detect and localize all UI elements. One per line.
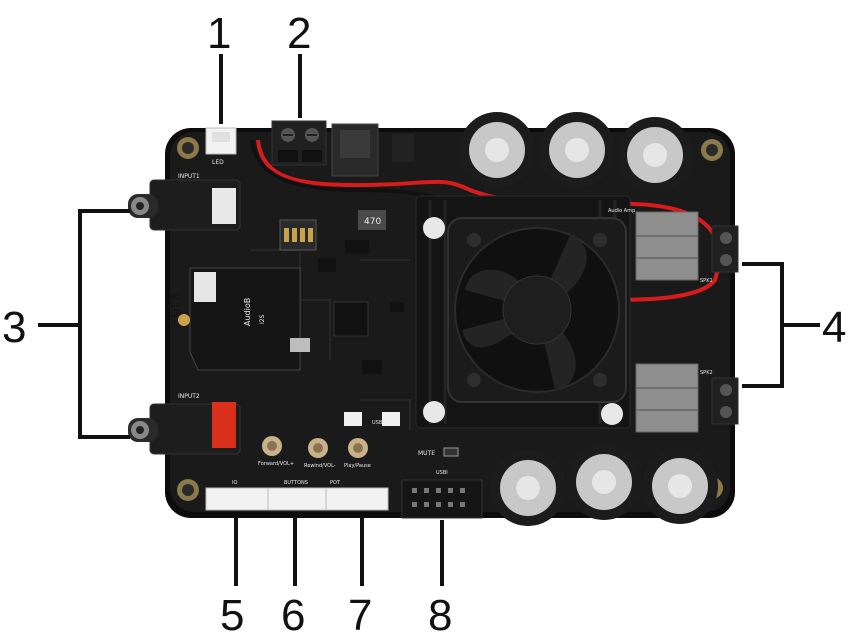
power-terminal [271, 120, 327, 166]
capacitors-top [459, 112, 693, 193]
pot-connector: POT [325, 480, 389, 511]
callout-numbers: 1 2 3 4 5 6 7 8 [2, 9, 846, 640]
push-buttons: Forward/VOL+ Rewind/VOL- Play/Pause [258, 436, 371, 469]
mute-silk: MUTE [418, 450, 435, 457]
bluetooth-module: aptX AudioB I2S [165, 267, 301, 371]
callout-2: 2 [287, 9, 311, 58]
callout-1: 1 [207, 9, 231, 58]
resistor-code: 470 [364, 217, 381, 227]
mute-jumper: MUTE [418, 447, 459, 457]
callout-5: 5 [220, 591, 244, 640]
btn1-silk: Forward/VOL+ [258, 461, 294, 467]
capacitors-bottom [490, 444, 718, 526]
module-name: AudioB [243, 298, 252, 326]
callout-7: 7 [348, 591, 372, 640]
dc-jack [331, 123, 414, 177]
callout-6: 6 [281, 591, 305, 640]
callout-4: 4 [822, 303, 846, 352]
callout-3: 3 [2, 303, 26, 352]
led-connector: LED [205, 127, 237, 166]
input2-silk: INPUT2 [178, 393, 200, 400]
cooling-fan [447, 217, 627, 403]
output-inductors: Audio Amp [608, 208, 699, 433]
leader-lines [38, 54, 820, 586]
spk2-silk: SPK2 [700, 370, 713, 376]
led-silk: LED [212, 159, 224, 166]
buttons-connector: BUTTONS [267, 480, 327, 511]
module-sub: I2S [259, 314, 266, 324]
rca-input-2: INPUT2 [128, 393, 241, 455]
input1-silk: INPUT1 [178, 173, 200, 180]
usb-select-header: USBI [344, 412, 400, 426]
btn3-silk: Play/Pause [344, 463, 371, 469]
spk1-silk: SPK1 [700, 278, 713, 284]
dip-switch [279, 219, 317, 251]
io-silk: IO [232, 480, 237, 486]
callout-8: 8 [428, 591, 452, 640]
usb-header: USBI [401, 470, 483, 519]
brand-silk: Audio Amp [608, 208, 635, 214]
usb-top-silk: USBI [436, 470, 448, 476]
usb-mid-silk: USBI [372, 420, 384, 426]
pot-silk: POT [330, 480, 341, 486]
chips [290, 240, 404, 374]
speaker-terminal-1: SPK1 [700, 225, 739, 284]
smd-inductor: 470 [358, 210, 386, 230]
speaker-terminal-2: SPK2 [700, 370, 739, 425]
rca-input-1: INPUT1 [128, 173, 241, 231]
btn2-silk: Rewind/VOL- [304, 463, 336, 469]
buttons-silk: BUTTONS [284, 480, 308, 486]
